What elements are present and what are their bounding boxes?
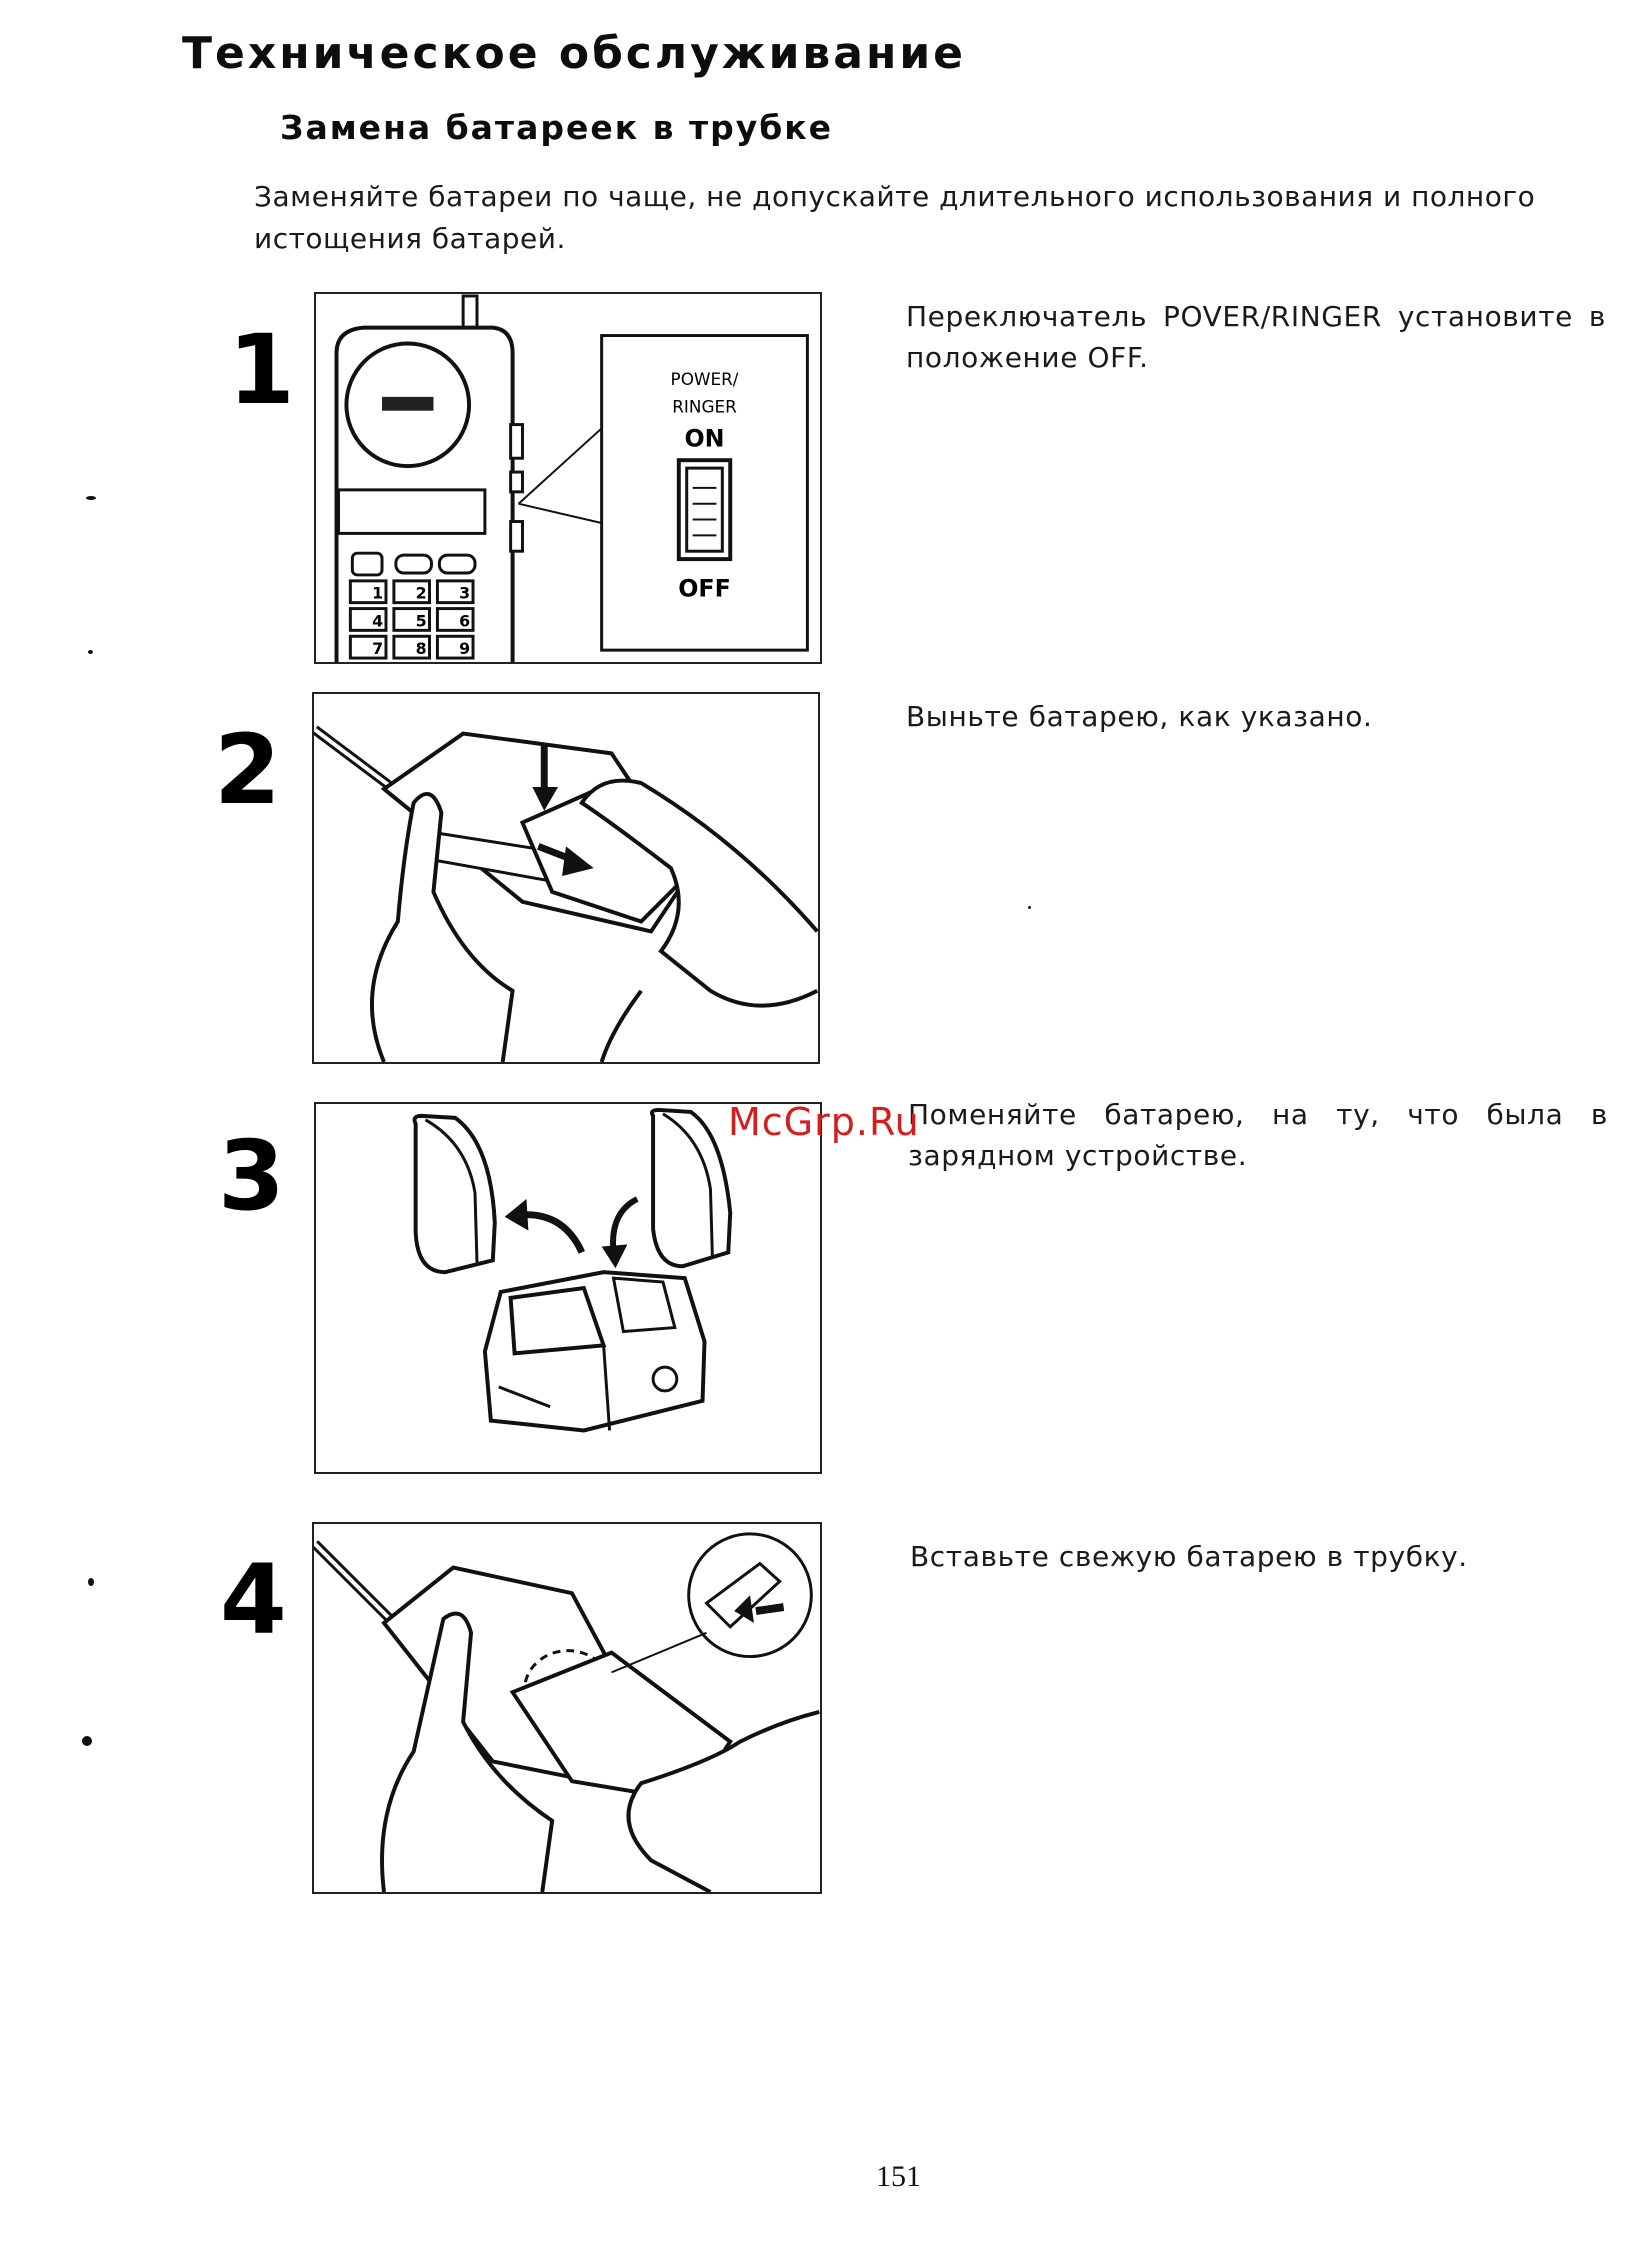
key-8: 8 — [416, 639, 427, 658]
step-2-number: 2 — [214, 714, 281, 826]
switch-label-power: POWER/ — [671, 369, 739, 389]
intro-paragraph: Заменяйте батареи по чаще, не допускайте… — [254, 180, 1536, 255]
scan-speck — [86, 496, 96, 500]
step-2-figure — [312, 692, 820, 1064]
section-subtitle: Замена батареек в трубке — [280, 108, 834, 147]
battery-insert-illustration — [314, 1532, 820, 1892]
scan-speck — [82, 1736, 92, 1746]
key-3: 3 — [459, 584, 470, 603]
key-7: 7 — [372, 639, 383, 658]
switch-label-on: ON — [684, 424, 724, 452]
step-1-number: 1 — [228, 314, 295, 426]
switch-label-ringer: RINGER — [672, 397, 737, 417]
phone-switch-illustration: 1 2 3 4 5 6 7 8 9 POWER/ RINGER ON OFF — [334, 294, 809, 662]
battery-swap-charger-illustration — [412, 1107, 733, 1433]
step-4-number: 4 — [220, 1544, 287, 1656]
scan-speck — [1028, 906, 1031, 909]
step-2-text: Выньте батарею, как указано. — [906, 700, 1373, 733]
step-4-text: Вставьте свежую батарею в трубку. — [910, 1540, 1468, 1573]
step-3-number: 3 — [218, 1120, 285, 1232]
step-3-text: Поменяйте батарею, на ту, что была в зар… — [908, 1098, 1608, 1172]
switch-label-off: OFF — [678, 575, 731, 603]
battery-removal-illustration — [314, 725, 818, 1062]
scan-speck — [88, 1578, 94, 1586]
watermark: McGrp.Ru — [728, 1100, 920, 1144]
step-4-figure — [312, 1522, 822, 1894]
step-3-figure — [314, 1102, 822, 1474]
page-title: Техническое обслуживание — [182, 28, 967, 79]
scan-speck — [88, 650, 93, 654]
key-9: 9 — [459, 639, 470, 658]
page-number: 151 — [876, 2160, 921, 2193]
key-5: 5 — [416, 611, 427, 630]
key-1: 1 — [372, 584, 383, 603]
key-4: 4 — [372, 611, 383, 630]
step-1-text: Переключатель POVER/RINGER установите в … — [906, 300, 1606, 374]
step-1-figure: 1 2 3 4 5 6 7 8 9 POWER/ RINGER ON OFF — [314, 292, 822, 664]
key-6: 6 — [459, 611, 470, 630]
key-2: 2 — [416, 584, 427, 603]
